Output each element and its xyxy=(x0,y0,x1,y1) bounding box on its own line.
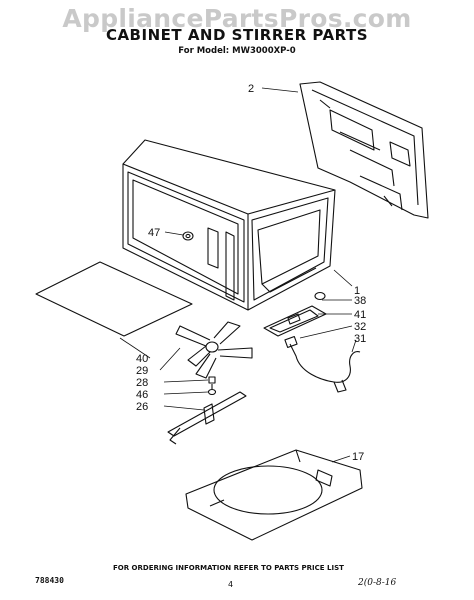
part-47-bearing xyxy=(182,227,219,269)
callout-47: 47 xyxy=(148,227,160,239)
document-number: 788430 xyxy=(35,576,64,585)
callout-26: 26 xyxy=(136,401,148,413)
cabinet-wrapper xyxy=(122,139,336,311)
callout-38: 38 xyxy=(354,295,366,307)
handwritten-note: 2(0-8-16 xyxy=(358,578,397,588)
part-40-stirrer-cover xyxy=(35,261,193,337)
part-29-stirrer-blade xyxy=(175,321,253,379)
leader-lines xyxy=(119,87,357,463)
part-38-foot xyxy=(314,291,326,301)
site-watermark: AppliancePartsPros.com xyxy=(62,4,412,33)
callout-labels: 2 47 1 38 41 32 31 40 29 28 46 26 17 xyxy=(136,83,366,463)
ordering-info-note: FOR ORDERING INFORMATION REFER TO PARTS … xyxy=(113,564,344,572)
callout-46: 46 xyxy=(136,389,148,401)
callout-1: 1 xyxy=(354,285,360,297)
callout-28: 28 xyxy=(136,377,148,389)
callout-2: 2 xyxy=(248,83,254,95)
part-31-32-power-cord xyxy=(284,335,361,393)
callout-29: 29 xyxy=(136,365,148,377)
model-label: For Model: MW3000XP-0 xyxy=(178,46,296,56)
callout-31: 31 xyxy=(354,333,366,345)
page-number: 4 xyxy=(228,580,234,589)
callout-41: 41 xyxy=(354,309,366,321)
part-26-bracket xyxy=(167,391,247,445)
part-2-back-panel xyxy=(299,81,429,219)
callout-17: 17 xyxy=(352,451,364,463)
part-17-base-plate xyxy=(185,449,363,541)
callout-40: 40 xyxy=(136,353,148,365)
page-title: CABINET AND STIRRER PARTS xyxy=(105,26,369,44)
part-41-bracket xyxy=(263,305,327,337)
callout-32: 32 xyxy=(354,321,366,333)
part-28-46-hardware xyxy=(207,376,217,396)
